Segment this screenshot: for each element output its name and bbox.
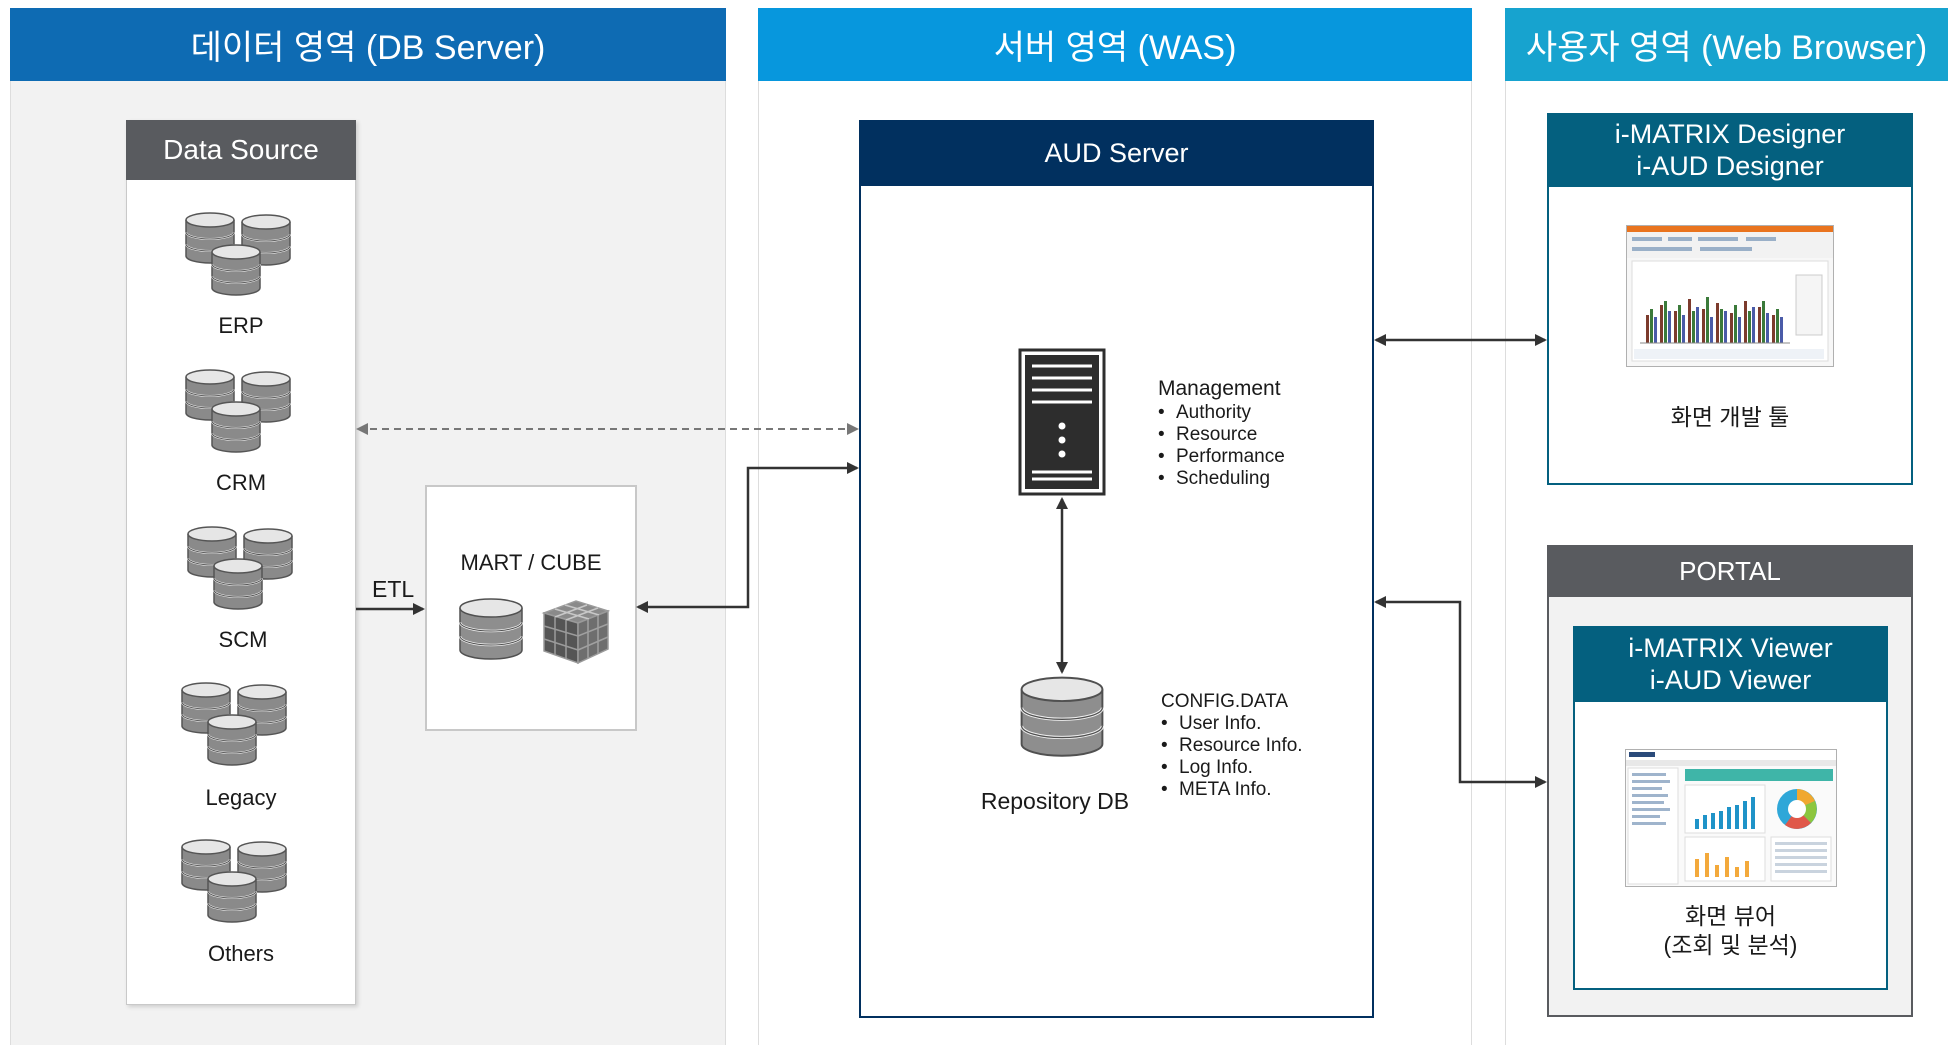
data-source-item-legacy: Legacy [205, 785, 277, 810]
config-item: User Info. [1161, 713, 1303, 735]
management-list: Management Authority Resource Performanc… [1158, 378, 1285, 490]
zone-header-server: 서버 영역 (WAS) [758, 8, 1472, 81]
data-source-title-text: Data Source [163, 134, 319, 165]
data-source-item-others: Others [207, 941, 275, 966]
data-source-item-crm: CRM [215, 470, 267, 495]
mart-aud-connector [636, 462, 859, 613]
management-item: Authority [1158, 402, 1285, 424]
designer-title-line2: i-AUD Designer [1636, 151, 1824, 181]
designer-title: i-MATRIX Designer i-AUD Designer [1547, 113, 1913, 187]
mart-cube-title: MART / CUBE [460, 550, 602, 575]
zone-title-data: 데이터 영역 (DB Server) [190, 29, 546, 67]
viewer-caption-line2: (조회 및 분석) [1663, 932, 1798, 958]
management-item: Performance [1158, 446, 1285, 468]
zone-title-server: 서버 영역 (WAS) [993, 29, 1237, 67]
portal-title: PORTAL [1547, 545, 1913, 597]
aud-server-title-text: AUD Server [1044, 137, 1189, 168]
cube-icon [541, 600, 611, 665]
config-data-title: CONFIG.DATA [1161, 691, 1289, 712]
server-icon [1018, 348, 1106, 496]
viewer-title: i-MATRIX Viewer i-AUD Viewer [1573, 626, 1888, 702]
etl-label: ETL [372, 576, 415, 602]
zone-title-user: 사용자 영역 (Web Browser) [1525, 29, 1928, 67]
management-title: Management [1158, 377, 1281, 400]
data-source-item-scm: SCM [218, 627, 268, 652]
management-item: Scheduling [1158, 468, 1285, 490]
data-source-item-erp: ERP [218, 313, 264, 338]
aud-server-title: AUD Server [859, 120, 1374, 186]
viewer-title-line2: i-AUD Viewer [1649, 665, 1812, 695]
viewer-title-line1: i-MATRIX Viewer [1628, 633, 1833, 663]
repository-db-label: Repository DB [980, 788, 1130, 814]
zone-header-data: 데이터 영역 (DB Server) [10, 8, 726, 81]
designer-title-line1: i-MATRIX Designer [1614, 119, 1846, 149]
viewer-caption: 화면 뷰어 (조회 및 분석) [1573, 902, 1888, 960]
config-item: Log Info. [1161, 757, 1303, 779]
designer-screenshot-thumbnail [1626, 225, 1834, 367]
management-item: Resource [1158, 424, 1285, 446]
zone-header-user: 사용자 영역 (Web Browser) [1505, 8, 1948, 81]
designer-caption: 화면 개발 툴 [1670, 404, 1790, 430]
aud-viewer-connector [1374, 596, 1547, 788]
config-data-list: CONFIG.DATA User Info. Resource Info. Lo… [1161, 691, 1303, 801]
config-item: Resource Info. [1161, 735, 1303, 757]
viewer-screenshot-thumbnail [1625, 749, 1837, 887]
portal-title-text: PORTAL [1679, 555, 1781, 586]
aud-server-box [859, 120, 1374, 1018]
data-source-title: Data Source [126, 120, 356, 180]
viewer-caption-line1: 화면 뷰어 [1684, 903, 1777, 929]
config-item: META Info. [1161, 779, 1303, 801]
